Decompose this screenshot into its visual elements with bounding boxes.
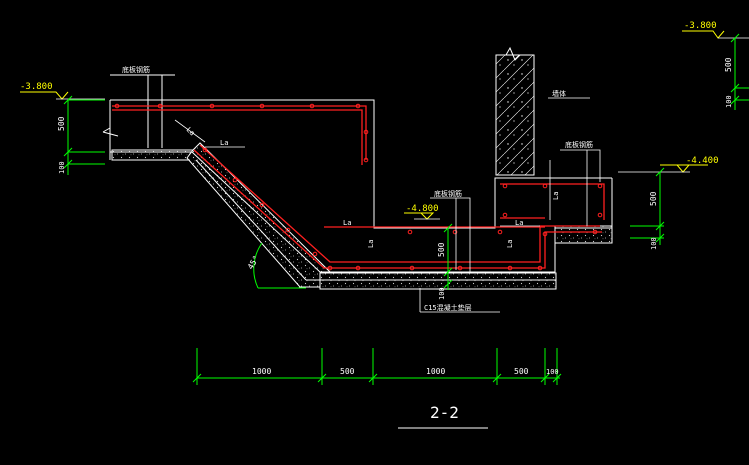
- dim-right-500: 500: [649, 191, 658, 206]
- wall-label: 墙体: [552, 89, 566, 98]
- dim-bottom-1: 1000: [252, 367, 271, 376]
- rebar-label-right: 底板钢筋: [565, 140, 593, 149]
- rebar: [112, 105, 605, 269]
- la-label-1: La: [185, 126, 197, 138]
- wall: [495, 46, 535, 176]
- dim-left-500: 500: [57, 116, 66, 131]
- leader-lines: [110, 74, 601, 313]
- rebar-label-left: 底板钢筋: [122, 65, 150, 74]
- dim-center-500: 500: [437, 242, 446, 257]
- dim-center-100: 100: [438, 287, 446, 300]
- la-label-3: La: [343, 219, 351, 227]
- cushion-label: C15混凝土垫层: [424, 303, 472, 312]
- la-label-5: La: [506, 240, 514, 248]
- dim-left-100: 100: [58, 161, 66, 174]
- elev-top-right: -3.800: [684, 21, 717, 31]
- la-label-2: La: [220, 139, 228, 147]
- angle-label: 45°: [246, 254, 261, 271]
- dimension-lines: [63, 33, 749, 385]
- dim-bottom-5: 100: [546, 368, 559, 376]
- dim-topright-500: 500: [724, 57, 733, 72]
- la-label-7: La: [552, 192, 560, 200]
- elev-top-left: -3.800: [20, 82, 53, 92]
- dim-bottom-4: 500: [514, 367, 529, 376]
- rebar-label-mid: 底板钢筋: [434, 189, 462, 198]
- elevation-marks-white: [56, 37, 749, 220]
- elev-right: -4.400: [686, 156, 719, 166]
- text-labels: -3.800 -3.800 -4.800 -4.400 500 100 500 …: [20, 21, 733, 422]
- la-label-4: La: [367, 240, 375, 248]
- elev-middle: -4.800: [406, 204, 439, 214]
- rebar-dots: [114, 103, 603, 271]
- drawing-title: 2-2: [430, 403, 459, 422]
- la-label-6: La: [515, 219, 523, 227]
- elevation-marks: [20, 30, 725, 220]
- dim-bottom-3: 1000: [426, 367, 445, 376]
- dim-right-100: 100: [650, 237, 658, 250]
- dim-bottom-2: 500: [340, 367, 355, 376]
- dim-topright-100: 100: [725, 95, 733, 108]
